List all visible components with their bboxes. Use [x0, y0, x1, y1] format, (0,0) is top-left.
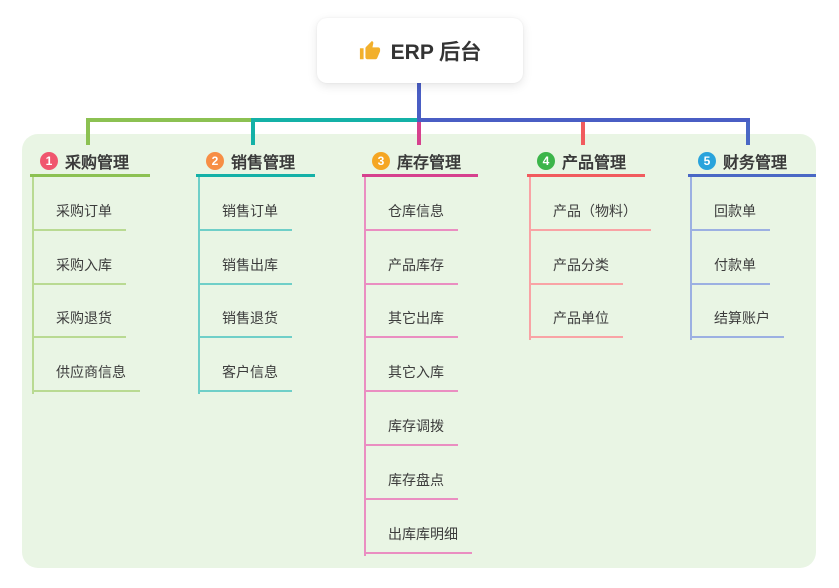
- child-row: 付款单: [688, 231, 816, 285]
- child-row: 回款单: [688, 177, 816, 231]
- child-row: 出库库明细: [362, 500, 478, 554]
- child-row: 结算账户: [688, 285, 816, 339]
- branch-number-badge: 4: [537, 151, 555, 170]
- child-row: 采购入库: [30, 231, 150, 285]
- child-row: 供应商信息: [30, 338, 150, 393]
- branch-children: 销售订单 销售出库 销售退货 客户信息: [196, 177, 315, 395]
- branch-node[interactable]: 4 产品管理: [527, 147, 645, 177]
- child-node[interactable]: 产品（物料）: [529, 201, 651, 231]
- child-row: 其它入库: [362, 338, 478, 393]
- child-row: 库存调拨: [362, 392, 478, 446]
- child-row: 客户信息: [196, 338, 315, 393]
- bus-segment: [86, 118, 251, 122]
- branch-node-label: 销售管理: [231, 154, 296, 172]
- branch-children: 采购订单 采购入库 采购退货 供应商信息: [30, 177, 150, 395]
- branch-child-connector-line: [529, 177, 531, 341]
- branch-node-label: 财务管理: [723, 154, 788, 172]
- child-row: 产品库存: [362, 231, 478, 285]
- child-row: 产品单位: [527, 285, 651, 339]
- child-row: 其它出库: [362, 285, 478, 339]
- branch-column: 4 产品管理 产品（物料） 产品分类 产品单位: [527, 147, 651, 341]
- child-row: 销售订单: [196, 177, 315, 231]
- child-node[interactable]: 产品单位: [529, 308, 623, 339]
- child-node[interactable]: 销售退货: [198, 308, 292, 339]
- child-node[interactable]: 供应商信息: [32, 362, 140, 393]
- branch-child-connector-line: [198, 177, 200, 395]
- branch-node-label: 采购管理: [65, 154, 130, 172]
- child-node[interactable]: 产品分类: [529, 255, 623, 285]
- child-node[interactable]: 采购退货: [32, 308, 126, 339]
- branch-number-badge: 5: [698, 151, 716, 170]
- branch-node[interactable]: 1 采购管理: [30, 147, 150, 177]
- child-node[interactable]: 出库库明细: [364, 524, 472, 554]
- child-row: 仓库信息: [362, 177, 478, 231]
- bus-segment: [419, 118, 750, 122]
- child-row: 销售出库: [196, 231, 315, 285]
- root-node[interactable]: ERP 后台: [317, 18, 523, 83]
- child-node[interactable]: 销售出库: [198, 255, 292, 285]
- child-node[interactable]: 库存盘点: [364, 470, 458, 500]
- branch-node-label: 产品管理: [562, 154, 627, 172]
- branch-node-label: 库存管理: [397, 154, 462, 172]
- root-connector-line: [417, 83, 421, 122]
- child-row: 销售退货: [196, 285, 315, 339]
- branch-child-connector-line: [690, 177, 692, 341]
- child-node[interactable]: 回款单: [690, 201, 770, 231]
- branch-children: 仓库信息 产品库存 其它出库 其它入库 库存调拨 库存盘点 出库库明细: [362, 177, 478, 556]
- branch-children: 回款单 付款单 结算账户: [688, 177, 816, 341]
- branch-column: 2 销售管理 销售订单 销售出库 销售退货 客户信息: [196, 147, 315, 395]
- thumbs-up-icon: [359, 40, 381, 62]
- child-row: 产品分类: [527, 231, 651, 285]
- child-node[interactable]: 销售订单: [198, 201, 292, 231]
- child-node[interactable]: 其它出库: [364, 308, 458, 339]
- child-node[interactable]: 库存调拨: [364, 416, 458, 446]
- child-node[interactable]: 结算账户: [690, 308, 784, 339]
- bus-segment: [251, 118, 417, 122]
- child-node[interactable]: 客户信息: [198, 362, 292, 393]
- branch-number-badge: 2: [206, 151, 224, 170]
- child-row: 库存盘点: [362, 446, 478, 500]
- branch-number-badge: 1: [40, 151, 58, 170]
- branch-column: 1 采购管理 采购订单 采购入库 采购退货 供应商信息: [30, 147, 150, 395]
- branch-number-badge: 3: [372, 151, 390, 170]
- child-node[interactable]: 产品库存: [364, 255, 458, 285]
- child-node[interactable]: 采购入库: [32, 255, 126, 285]
- branch-column: 3 库存管理 仓库信息 产品库存 其它出库 其它入库 库存调拨 库存盘点 出库库…: [362, 147, 478, 556]
- branch-column: 5 财务管理 回款单 付款单 结算账户: [688, 147, 816, 341]
- branch-children: 产品（物料） 产品分类 产品单位: [527, 177, 651, 341]
- branch-node[interactable]: 5 财务管理: [688, 147, 816, 177]
- child-row: 产品（物料）: [527, 177, 651, 231]
- child-row: 采购订单: [30, 177, 150, 231]
- branch-child-connector-line: [364, 177, 366, 556]
- child-node[interactable]: 采购订单: [32, 201, 126, 231]
- child-node[interactable]: 其它入库: [364, 362, 458, 393]
- root-node-label: ERP 后台: [390, 40, 482, 64]
- child-row: 采购退货: [30, 285, 150, 339]
- branches-panel: [22, 134, 816, 568]
- child-node[interactable]: 付款单: [690, 255, 770, 285]
- branch-child-connector-line: [32, 177, 34, 395]
- branch-node[interactable]: 2 销售管理: [196, 147, 315, 177]
- child-node[interactable]: 仓库信息: [364, 201, 458, 231]
- branch-node[interactable]: 3 库存管理: [362, 147, 478, 177]
